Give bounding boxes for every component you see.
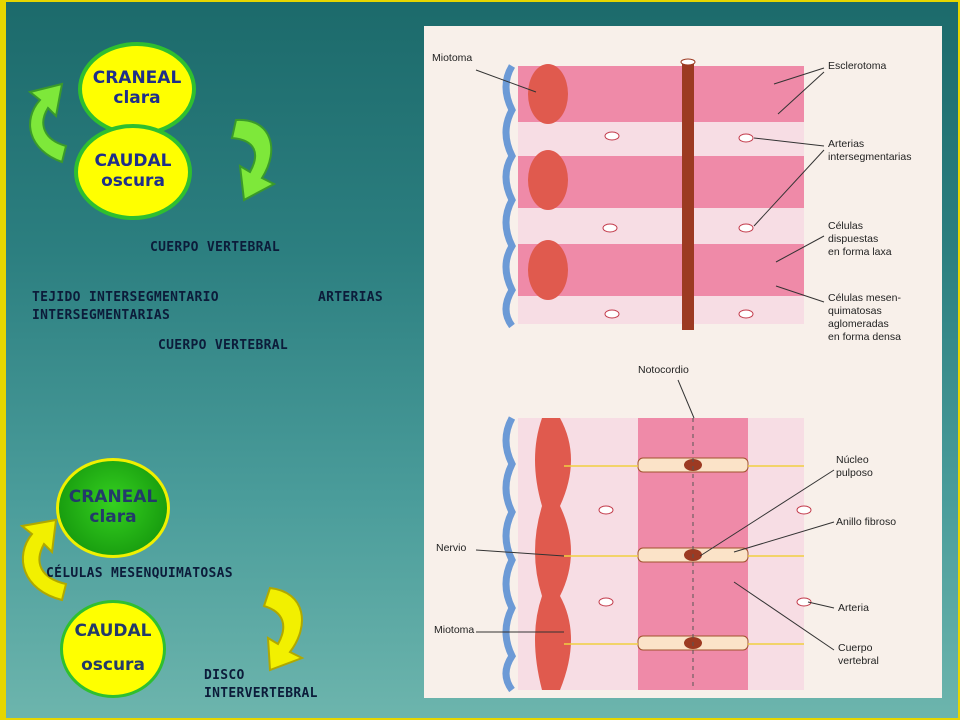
curved-arrow-down-icon [230,118,277,202]
diagram-celulas-laxa-2: dispuestas [828,233,879,245]
diagram-cuerpo-1: Cuerpo [838,642,873,654]
diagram-miotoma-top: Miotoma [432,52,473,64]
craneal-oval-bottom: CRANEAL clara [56,458,170,558]
embryology-diagram: Miotoma Esclerotoma Arterias intersegmen… [424,26,942,698]
label-celulas: CÉLULAS MESENQUIMATOSAS [46,566,233,581]
label-cuerpo-vertebral-1: CUERPO VERTEBRAL [150,240,281,255]
label-cuerpo-vertebral-2: CUERPO VERTEBRAL [158,338,289,353]
label-intersegmentarias: INTERSEGMENTARIAS [32,308,171,323]
caudal-oval-bottom: CAUDAL oscura [60,600,166,698]
label-tejido: TEJIDO INTERSEGMENTARIO [32,290,219,305]
diagram-nucleo-1: Núcleo [836,454,869,466]
diagram-cuerpo-2: vertebral [838,655,879,667]
diagram-arterias-2: intersegmentarias [828,151,912,163]
diagram-celulas-densa-1: Células mesen- [828,292,901,304]
diagram-celulas-laxa-1: Células [828,220,864,232]
diagram-celulas-densa-3: aglomeradas [828,318,889,330]
clara-label: clara [113,88,161,108]
diagram-nucleo-2: pulposo [836,467,873,479]
label-intervertebral: INTERVERTEBRAL [204,686,318,701]
left-border [0,0,6,720]
craneal-label: CRANEAL [92,68,182,89]
caudal-label: CAUDAL [74,621,152,642]
clara-label: clara [89,507,137,527]
curved-arrow-down-yellow-icon [262,586,305,672]
curved-arrow-up-icon [27,82,68,164]
diagram-arterias-1: Arterias [828,138,865,150]
label-arterias: ARTERIAS [318,290,384,305]
craneal-label: CRANEAL [68,487,158,508]
oscura-label: oscura [101,171,165,191]
oscura-label: oscura [81,655,145,675]
diagram-arteria: Arteria [838,602,869,614]
label-disco: DISCO [204,668,245,683]
diagram-celulas-densa-2: quimatosas [828,305,882,317]
diagram-notocordio: Notocordio [638,364,689,376]
diagram-drawing [475,58,835,693]
diagram-nervio: Nervio [436,542,467,554]
craneal-oval-top: CRANEAL clara [78,42,196,136]
caudal-label: CAUDAL [94,151,172,172]
diagram-anillo: Anillo fibroso [836,516,897,528]
caudal-oval-top: CAUDAL oscura [74,124,192,220]
curved-arrow-up-yellow-icon [19,518,68,602]
diagram-celulas-laxa-3: en forma laxa [828,246,892,258]
diagram-esclerotoma: Esclerotoma [828,60,887,72]
diagram-celulas-densa-4: en forma densa [828,331,901,343]
diagram-miotoma-bottom: Miotoma [434,624,475,636]
